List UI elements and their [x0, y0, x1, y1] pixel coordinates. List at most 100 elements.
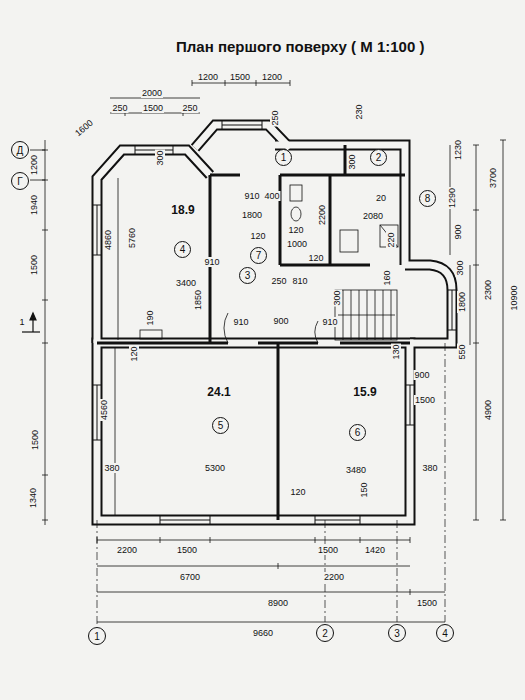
axis-bubble: Д	[11, 141, 29, 159]
callout-number: 1	[281, 152, 287, 163]
callout-number: 1	[94, 631, 100, 642]
dimension: 5300	[204, 463, 226, 473]
room-number: 2	[370, 149, 387, 166]
dimension: 1340	[28, 487, 38, 509]
dimension: 4860	[103, 229, 113, 251]
dimension: 1800	[241, 210, 263, 220]
dimension: 1500	[414, 395, 436, 405]
dimension: 300	[347, 153, 357, 170]
dimension: 2200	[323, 572, 345, 582]
dimension: 910	[203, 257, 220, 267]
dimension: 900	[413, 370, 430, 380]
dimension: 20	[375, 193, 387, 203]
axis-bubble: 3	[388, 624, 406, 642]
dimension: 1290	[447, 187, 457, 209]
dimension: 120	[307, 253, 324, 263]
dimension: 400	[263, 191, 280, 201]
dimension: 1200	[29, 154, 39, 176]
dimension: 150	[359, 481, 369, 498]
dimension: 4900	[483, 399, 493, 421]
dimension: 120	[249, 231, 266, 241]
room-area: 15.9	[352, 386, 377, 399]
dimension: 3480	[345, 465, 367, 475]
dimension: 5760	[127, 227, 137, 249]
dimension: 1500	[29, 254, 39, 276]
dimension: 300	[332, 289, 342, 306]
callout-number: 2	[322, 628, 328, 639]
dimension: 4560	[99, 399, 109, 421]
dimension: 810	[291, 276, 308, 286]
callout-number: 2	[376, 152, 382, 163]
dimension: 250	[111, 103, 128, 113]
dimension: 1420	[364, 545, 386, 555]
axis-bubble: Г	[11, 172, 29, 190]
dimension: 1800	[457, 291, 467, 313]
dimension: 300	[155, 149, 165, 166]
dimension: 1500	[30, 429, 40, 451]
dimension: 2200	[317, 204, 327, 226]
dimension: 1850	[193, 289, 203, 311]
dimension: 900	[453, 223, 463, 240]
dimension: 1200	[261, 72, 283, 82]
room-number: 6	[349, 424, 366, 441]
dimension: 900	[272, 316, 289, 326]
dimension: 120	[289, 487, 306, 497]
plan-title: План першого поверху ( М 1:100 )	[176, 38, 424, 55]
room-number: 1	[275, 149, 292, 166]
dimension: 3700	[488, 167, 498, 189]
dimension: 910	[243, 191, 260, 201]
dimension: 910	[321, 317, 338, 327]
section-mark: 1	[18, 317, 25, 327]
room-number: 4	[174, 241, 191, 258]
room-number: 3	[239, 267, 256, 284]
dimension: 120	[287, 225, 304, 235]
dimension: 9660	[252, 628, 274, 638]
callout-number: Г	[17, 176, 22, 187]
dimension: 380	[103, 463, 120, 473]
dimension: 1600	[72, 117, 95, 139]
dimension: 1500	[317, 545, 339, 555]
dimension: 2000	[141, 88, 163, 98]
dimension: 190	[145, 309, 155, 326]
callout-number: Д	[17, 145, 24, 156]
dimension: 2080	[362, 211, 384, 221]
axis-bubble: 4	[436, 624, 454, 642]
callout-number: 3	[245, 270, 251, 281]
callout-number: 7	[256, 250, 262, 261]
dimension: 6700	[179, 572, 201, 582]
dimension: 230	[354, 103, 364, 120]
dimension: 2200	[116, 545, 138, 555]
dimension: 1500	[416, 598, 438, 608]
room-number: 5	[212, 417, 229, 434]
dimension: 1940	[29, 194, 39, 216]
callout-number: 8	[425, 193, 431, 204]
dimension: 250	[270, 276, 287, 286]
dimension: 8900	[267, 598, 289, 608]
dimension: 250	[270, 109, 280, 126]
callout-number: 3	[394, 628, 400, 639]
dimension: 1000	[286, 239, 308, 249]
dimension: 910	[232, 317, 249, 327]
dimension: 120	[129, 345, 139, 362]
room-area: 18.9	[170, 204, 195, 217]
callout-number: 5	[218, 420, 224, 431]
dimension: 1500	[176, 545, 198, 555]
dimension: 300	[455, 259, 465, 276]
axis-bubble: 1	[88, 627, 106, 645]
dimension: 220	[386, 231, 396, 248]
dimension: 10900	[509, 284, 519, 311]
dimension: 2300	[483, 279, 493, 301]
dimension: 1200	[197, 72, 219, 82]
callout-number: 6	[355, 427, 361, 438]
dimension: 3400	[175, 278, 197, 288]
room-area: 24.1	[206, 386, 231, 399]
dimension: 1500	[229, 72, 251, 82]
dimension: 160	[382, 269, 392, 286]
room-number: 8	[419, 190, 436, 207]
axis-bubble: 2	[316, 624, 334, 642]
room-number: 7	[250, 247, 267, 264]
dimension: 550	[457, 343, 467, 360]
dimension: 1230	[453, 139, 463, 161]
callout-number: 4	[442, 628, 448, 639]
